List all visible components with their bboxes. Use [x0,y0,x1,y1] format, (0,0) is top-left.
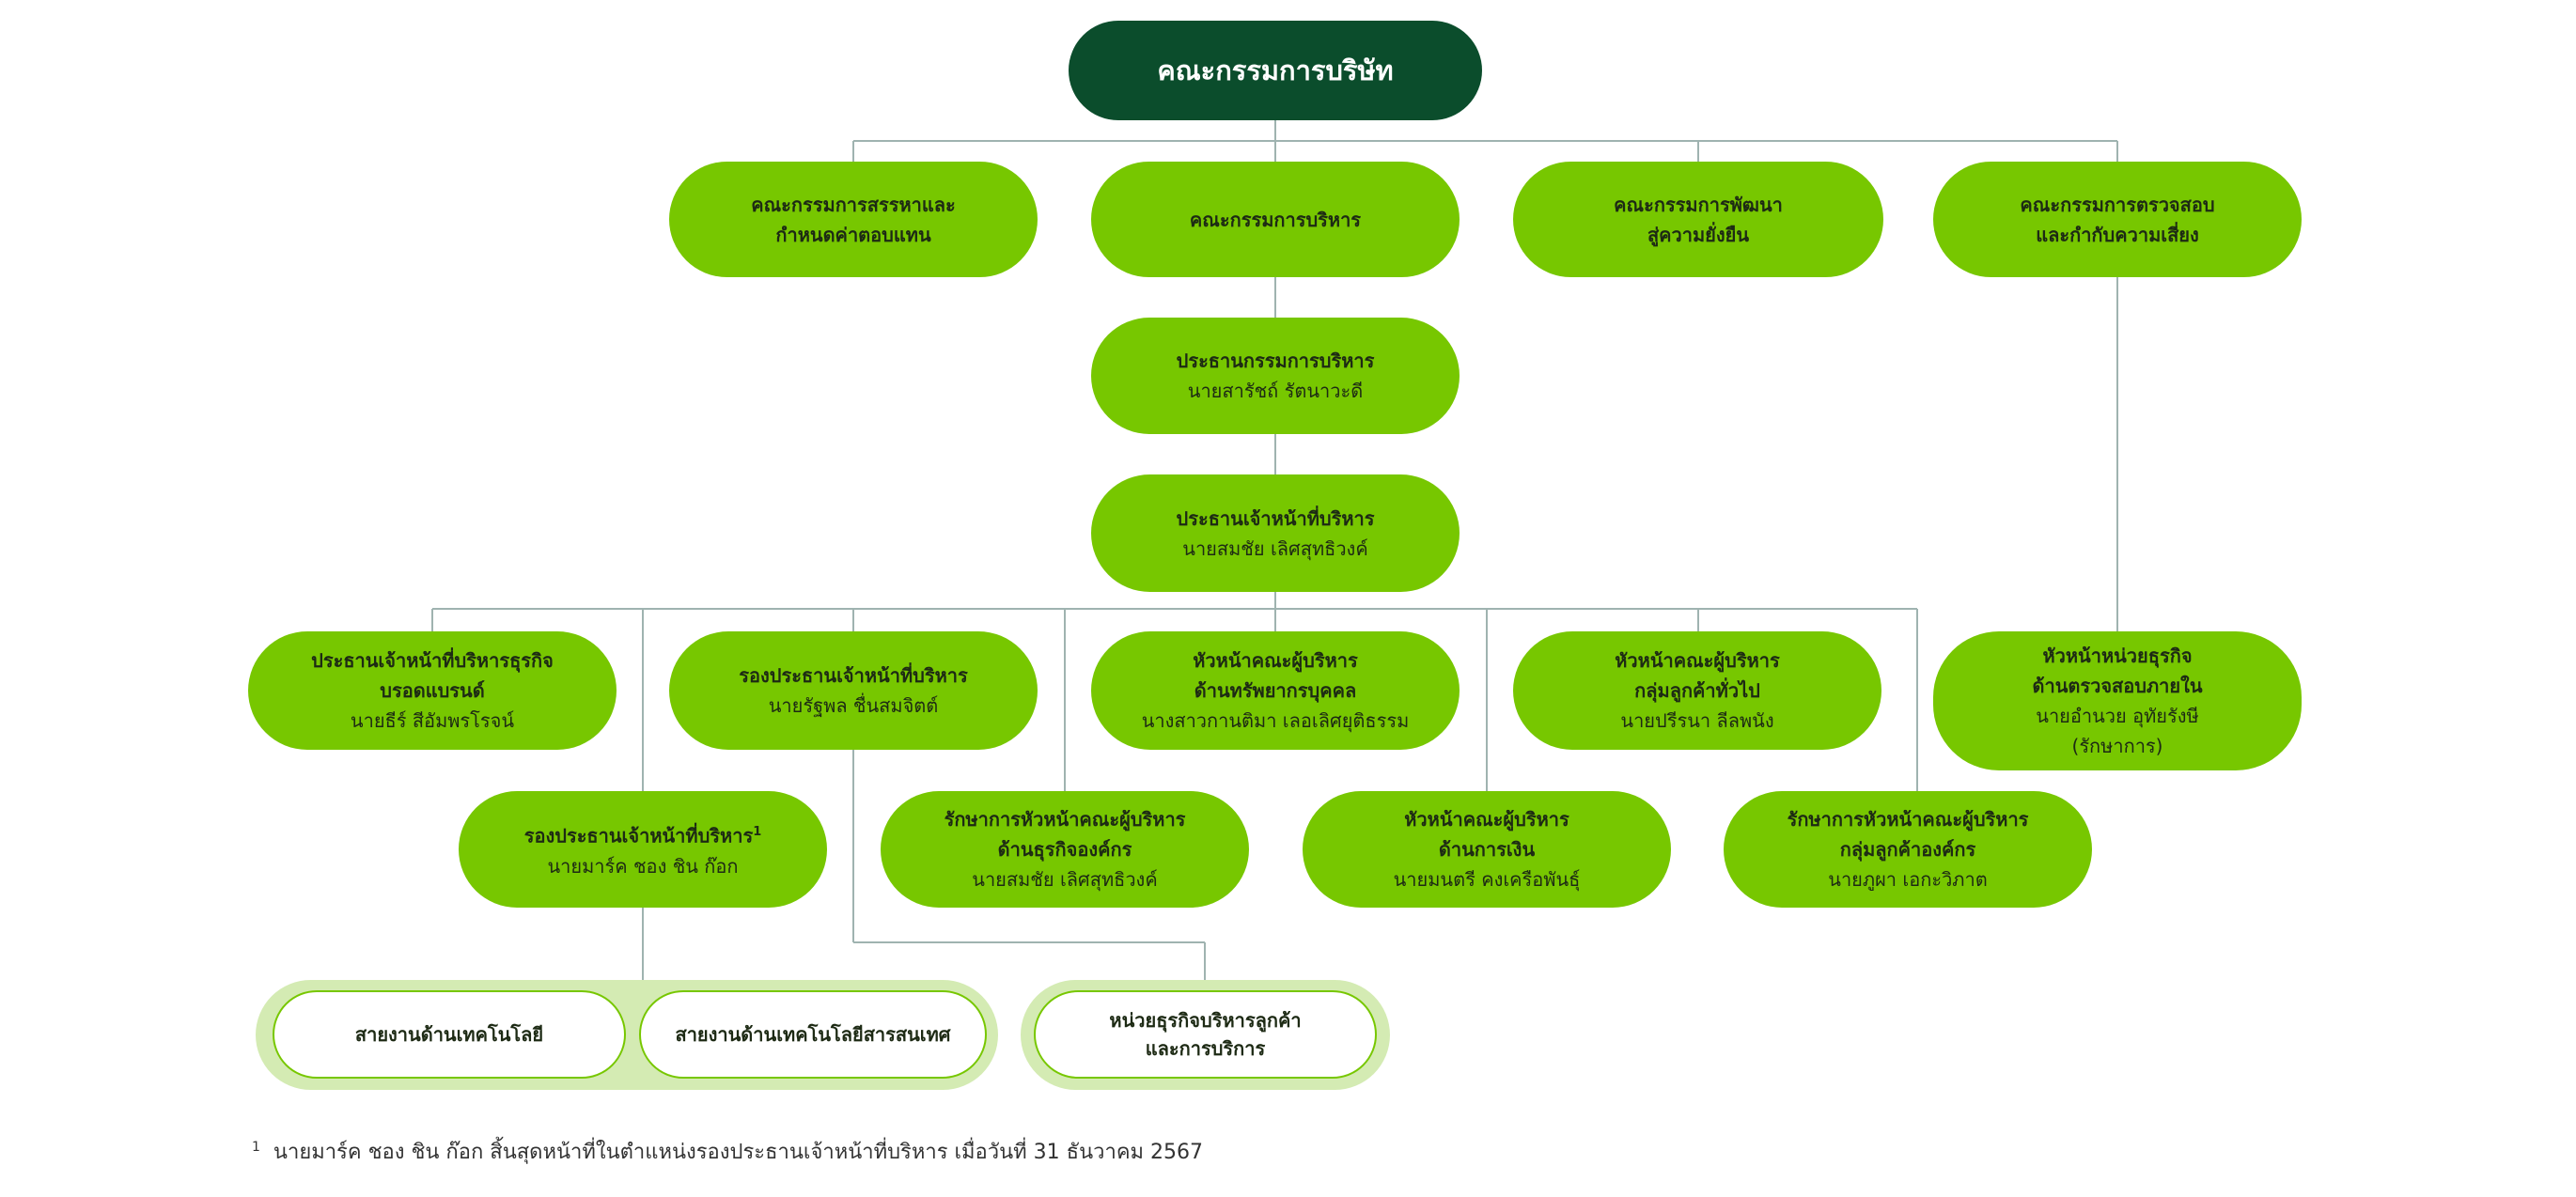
person-name: นายปรีรนา ลีลพนัง [1620,709,1774,732]
information-technology-unit: สายงานด้านเทคโนโลยีสารสนเทศ [639,990,987,1079]
committee-line2: กำหนดค่าตอบแทน [775,223,931,246]
position-title-line2: ด้านตรวจสอบภายใน [2032,675,2203,697]
position-title-line1: หัวหน้าคณะผู้บริหาร [1615,649,1780,672]
acting-chief-enterprise-customer: รักษาการหัวหน้าคณะผู้บริหาร กลุ่มลูกค้าอ… [1724,791,2092,908]
position-title-line1: รักษาการหัวหน้าคณะผู้บริหาร [1787,808,2029,831]
deputy-ceo: รองประธานเจ้าหน้าที่บริหาร นายรัฐพล ชื่น… [669,631,1038,750]
technology-unit: สายงานด้านเทคโนโลยี [273,990,626,1079]
position-title-line1: รองประธานเจ้าหน้าที่บริหาร [739,664,968,687]
footnote-text: นายมาร์ค ชอง ชิน ก๊อก สิ้นสุดหน้าที่ในตำ… [273,1141,1204,1164]
committee-line2: และกำกับความเสี่ยง [2036,223,2199,246]
position-title-line2: กลุ่มลูกค้าทั่วไป [1634,679,1760,702]
person-name: นายมาร์ค ชอง ชิน ก๊อก [547,854,739,878]
position-title-line2: กลุ่มลูกค้าองค์กร [1839,838,1976,861]
person-name: นายมนตรี คงเครือพันธุ์ [1393,868,1581,891]
chief-general-customer: หัวหน้าคณะผู้บริหาร กลุ่มลูกค้าทั่วไป นา… [1513,631,1881,750]
board-title: คณะกรรมการบริษัท [1157,54,1394,86]
acting-label: (รักษาการ) [2071,735,2163,757]
committee-line1: คณะกรรมการบริหาร [1189,208,1362,231]
person-name: นายอำนวย อุทัยรังษี [2036,705,2199,727]
position-title: ประธานกรรมการบริหาร [1176,350,1375,372]
committee-line1: คณะกรรมการสรรหาและ [751,193,956,216]
person-name: นายธีร์ สีอัมพรโรจน์ [350,709,515,732]
committee-executive: คณะกรรมการบริหาร [1091,162,1460,277]
position-title-line1: หัวหน้าหน่วยธุรกิจ [2042,645,2193,667]
unit-label: สายงานด้านเทคโนโลยี [354,1023,544,1046]
footnote-marker: 1 [252,1139,260,1155]
deputy-ceo-2: รองประธานเจ้าหน้าที่บริหาร1 นายมาร์ค ชอง… [459,791,827,908]
person-name: นายภูผา เอกะวิภาต [1828,868,1988,891]
footnote: 1 นายมาร์ค ชอง ชิน ก๊อก สิ้นสุดหน้าที่ในต… [252,1135,1203,1168]
position-title-line1: รองประธานเจ้าหน้าที่บริหาร1 [523,824,762,847]
position-title-line2: ด้านทรัพยากรบุคคล [1194,679,1357,702]
chief-executive-officer: ประธานเจ้าหน้าที่บริหาร นายสมชัย เลิศสุท… [1091,474,1460,592]
position-title-line2: บรอดแบรนด์ [380,679,485,702]
unit-label: สายงานด้านเทคโนโลยีสารสนเทศ [675,1023,951,1046]
customer-management-unit: หน่วยธุรกิจบริหารลูกค้า และการบริการ [1034,990,1377,1079]
position-title-line1: หัวหน้าคณะผู้บริหาร [1193,649,1358,672]
acting-chief-corporate-affairs: รักษาการหัวหน้าคณะผู้บริหาร ด้านธุรกิจอง… [881,791,1249,908]
head-internal-audit: หัวหน้าหน่วยธุรกิจ ด้านตรวจสอบภายใน นายอ… [1933,631,2302,770]
chief-financial-officer: หัวหน้าคณะผู้บริหาร ด้านการเงิน นายมนตรี… [1303,791,1671,908]
ceo-broadband: ประธานเจ้าหน้าที่บริหารธุรกิจ บรอดแบรนด์… [248,631,617,750]
committee-line1: คณะกรรมการพัฒนา [1614,193,1783,216]
position-title-line2: ด้านการเงิน [1438,838,1536,861]
committee-line2: สู่ความยั่งยืน [1647,223,1750,246]
board-of-directors: คณะกรรมการบริษัท [1069,21,1482,120]
unit-label-line2: และการบริการ [1145,1037,1266,1060]
person-name: นายสมชัย เลิศสุทธิวงค์ [972,868,1158,891]
position-title-line1: ประธานเจ้าหน้าที่บริหารธุรกิจ [311,649,554,672]
footnote-marker: 1 [753,825,762,840]
person-name: นายสารัชถ์ รัตนาวะดี [1187,380,1364,402]
position-title-line1: รักษาการหัวหน้าคณะผู้บริหาร [944,808,1186,831]
committee-line1: คณะกรรมการตรวจสอบ [2020,193,2215,216]
committee-nomination-remuneration: คณะกรรมการสรรหาและ กำหนดค่าตอบแทน [669,162,1038,277]
position-title-line2: ด้านธุรกิจองค์กร [997,838,1132,861]
committee-sustainability: คณะกรรมการพัฒนา สู่ความยั่งยืน [1513,162,1883,277]
executive-chairman: ประธานกรรมการบริหาร นายสารัชถ์ รัตนาวะดี [1091,318,1460,434]
unit-label-line1: หน่วยธุรกิจบริหารลูกค้า [1109,1009,1302,1032]
chief-human-resources: หัวหน้าคณะผู้บริหาร ด้านทรัพยากรบุคคล นา… [1091,631,1460,750]
position-title: ประธานเจ้าหน้าที่บริหาร [1176,506,1375,530]
person-name: นายรัฐพล ชื่นสมจิตต์ [768,694,939,717]
person-name: นางสาวกานติมา เลอเลิศยุติธรรม [1141,709,1410,732]
position-title-line1: หัวหน้าคณะผู้บริหาร [1404,808,1569,831]
person-name: นายสมชัย เลิศสุทธิวงค์ [1182,536,1368,560]
committee-audit-risk: คณะกรรมการตรวจสอบ และกำกับความเสี่ยง [1933,162,2302,277]
